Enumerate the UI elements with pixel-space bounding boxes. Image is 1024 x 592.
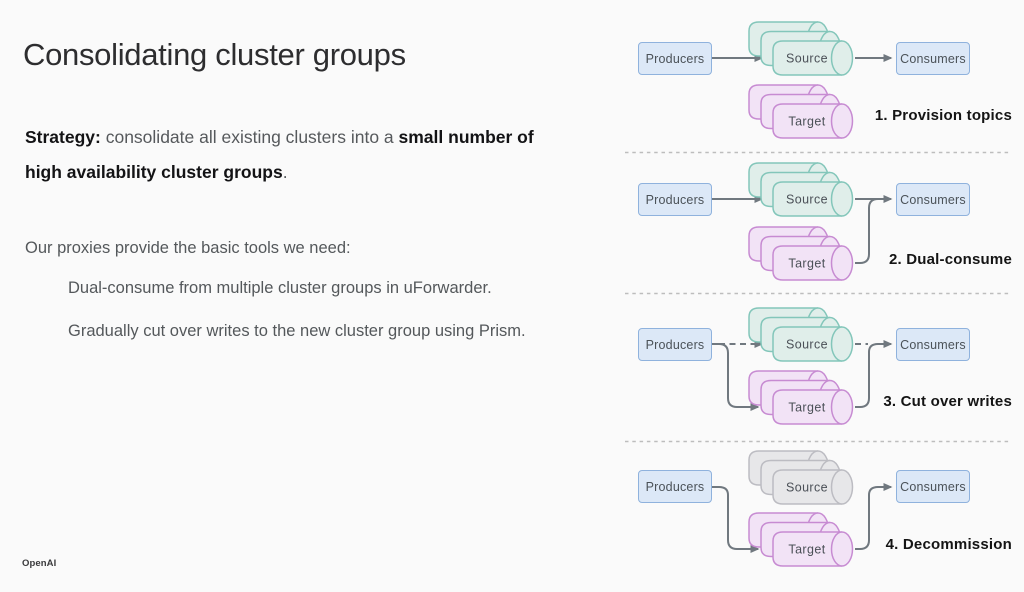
strategy-line-1: Strategy: consolidate all existing clust…	[25, 120, 534, 155]
section-separators	[625, 151, 1010, 443]
step-label-2: 2. Dual-consume	[888, 251, 1012, 268]
target-cluster-stack-step2: Target	[748, 226, 854, 281]
source-cluster-stack-step3: Source	[748, 307, 854, 362]
target-label: Target	[788, 543, 825, 557]
openai-logo: OpenAI	[22, 558, 57, 569]
consumers-node-step2: Consumers	[896, 183, 970, 216]
strategy-bold-tail: small number of	[398, 126, 534, 147]
strategy-bold-line2: high availability cluster groups	[25, 161, 283, 182]
source-cluster-stack-step2: Source	[748, 162, 854, 217]
source-cluster-stack-step1: Source	[748, 21, 854, 76]
strategy-normal-mid: consolidate all existing clusters into a	[100, 126, 399, 147]
source-label: Source	[786, 481, 828, 495]
decommissioned-source-cylinders	[748, 450, 854, 505]
producers-node-step4: Producers	[638, 470, 712, 503]
source-cylinders	[748, 162, 854, 217]
step-label-3: 3. Cut over writes	[883, 393, 1012, 410]
source-label: Source	[786, 193, 828, 207]
bullet-item-1: Dual-consume from multiple cluster group…	[68, 278, 492, 297]
body-intro: Our proxies provide the basic tools we n…	[25, 238, 351, 257]
flow-arrows	[625, 54, 1010, 553]
consumers-node-step4: Consumers	[896, 470, 970, 503]
source-cluster-stack-step4-decommissioned: Source	[748, 450, 854, 505]
source-cylinders	[748, 307, 854, 362]
step-label-4: 4. Decommission	[885, 536, 1012, 553]
consumers-node-step1: Consumers	[896, 42, 970, 75]
source-label: Source	[786, 338, 828, 352]
target-label: Target	[788, 115, 825, 129]
strategy-paragraph: Strategy: consolidate all existing clust…	[25, 120, 534, 190]
strategy-period: .	[282, 161, 288, 182]
step-label-1: 1. Provision topics	[874, 107, 1012, 124]
target-label: Target	[788, 257, 825, 271]
strategy-bold-lead: Strategy:	[25, 126, 101, 147]
target-cluster-stack-step4: Target	[748, 512, 854, 567]
source-cylinders	[748, 21, 854, 76]
page-title: Consolidating cluster groups	[23, 36, 406, 72]
strategy-line-2: high availability cluster groups.	[25, 155, 534, 190]
producers-node-step1: Producers	[638, 42, 712, 75]
arrow-paths	[712, 54, 893, 553]
target-label: Target	[788, 401, 825, 415]
target-cluster-stack-step1: Target	[748, 84, 854, 139]
target-cluster-stack-step3: Target	[748, 370, 854, 425]
consumers-node-step3: Consumers	[896, 328, 970, 361]
bullet-item-2: Gradually cut over writes to the new clu…	[68, 321, 526, 340]
diagram-panel: Producers Source Target Consumers 1. Pro…	[612, 0, 1024, 592]
producers-node-step3: Producers	[638, 328, 712, 361]
source-label: Source	[786, 52, 828, 66]
producers-node-step2: Producers	[638, 183, 712, 216]
